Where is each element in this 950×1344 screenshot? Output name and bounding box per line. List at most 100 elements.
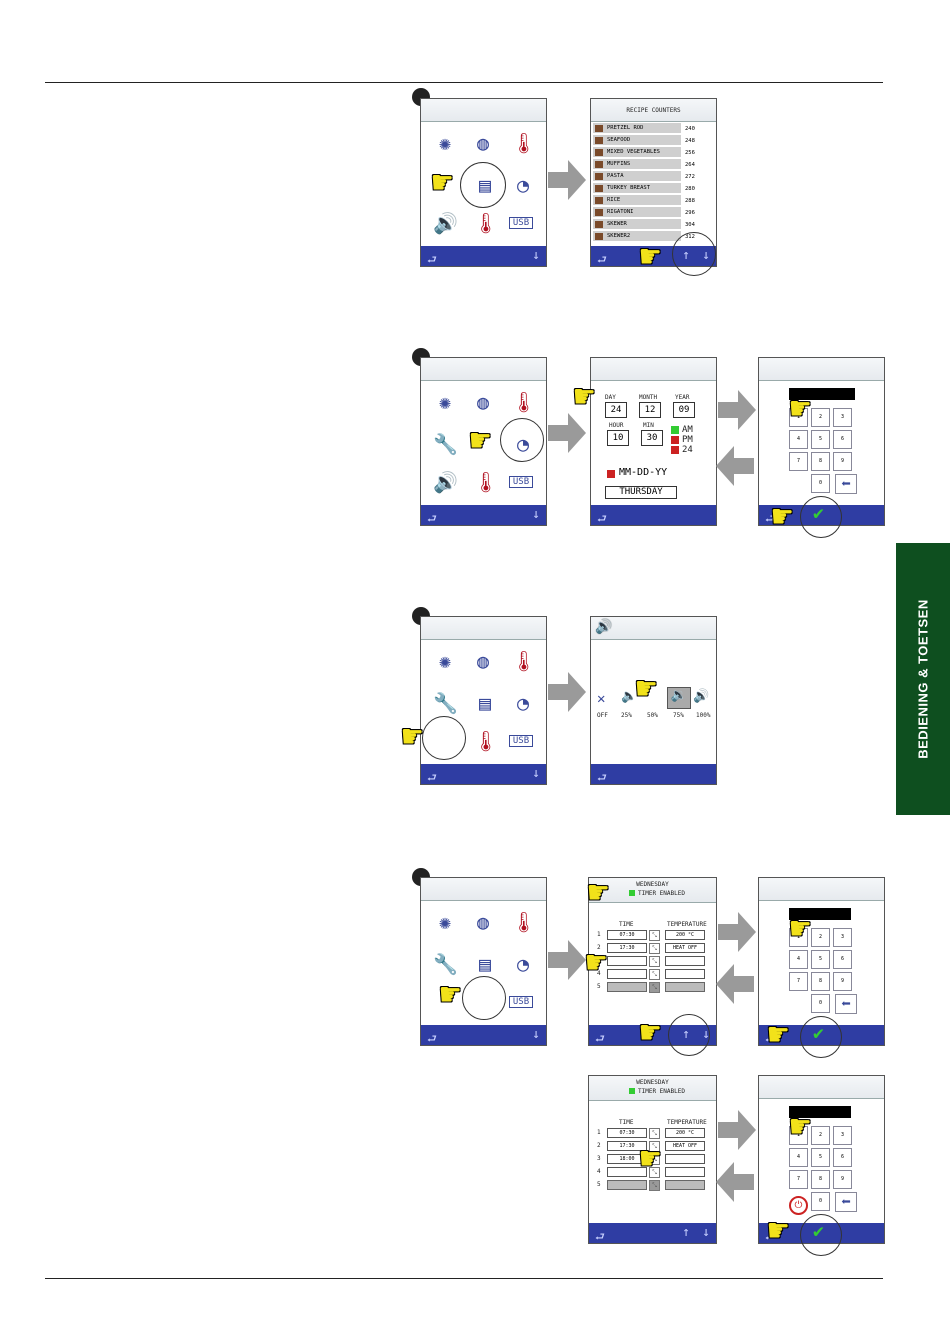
timer-time-field[interactable]: 07:30 — [607, 1128, 647, 1138]
globe-icon[interactable]: ◍ — [476, 390, 490, 414]
keypad-key[interactable]: 7 — [789, 972, 808, 991]
keypad-key[interactable]: 2 — [811, 928, 830, 947]
timer-temperature-field[interactable] — [665, 982, 705, 992]
speaker-icon[interactable]: 🔊 — [433, 470, 458, 494]
timer-enabled-checkbox[interactable] — [629, 1088, 635, 1094]
keypad-key[interactable]: 4 — [789, 1148, 808, 1167]
back-icon[interactable]: ⮐ — [595, 1032, 605, 1045]
date-format-checkbox[interactable] — [607, 470, 615, 478]
timer-time-field[interactable]: 17:30 — [607, 943, 647, 953]
back-icon[interactable]: ⮐ — [427, 253, 437, 266]
timer-edit-icon[interactable]: ⤡ — [649, 982, 660, 993]
globe-icon[interactable]: ◍ — [476, 910, 490, 934]
timer-edit-icon[interactable]: ⤡ — [649, 930, 660, 941]
keypad-key[interactable]: 4 — [789, 430, 808, 449]
timer-temperature-field[interactable] — [665, 1180, 705, 1190]
timer-thermometer-icon[interactable]: 🌡 — [473, 729, 499, 753]
timer-edit-icon[interactable]: ⤡ — [649, 1141, 660, 1152]
clock-calendar-icon[interactable]: ◔ — [516, 691, 530, 715]
usb-icon[interactable]: USB — [509, 735, 533, 747]
timer-temperature-field[interactable]: HEAT OFF — [665, 943, 705, 953]
recipe-counter-row[interactable]: SEAFOOD — [593, 135, 681, 146]
recipe-counter-row[interactable]: PASTA — [593, 171, 681, 182]
down-arrow-icon[interactable]: ↓ — [532, 248, 540, 263]
gear-icon[interactable]: ✺ — [438, 910, 452, 934]
keypad-key[interactable]: 1 — [789, 1126, 808, 1145]
recipe-counter-row[interactable]: MIXED VEGETABLES — [593, 147, 681, 158]
hour-field[interactable]: 10 — [607, 430, 629, 446]
gear-icon[interactable]: ✺ — [438, 131, 452, 155]
timer-time-field[interactable] — [607, 982, 647, 992]
thermometer-icon[interactable]: 🌡 — [511, 649, 537, 673]
down-arrow-icon[interactable]: ↓ — [532, 1027, 540, 1042]
timer-temperature-field[interactable] — [665, 1167, 705, 1177]
backspace-icon[interactable]: ⬅ — [835, 994, 857, 1014]
month-field[interactable]: 12 — [639, 402, 661, 418]
timer-thermometer-icon[interactable]: 🌡 — [473, 470, 499, 494]
usb-icon[interactable]: USB — [509, 476, 533, 488]
down-arrow-icon[interactable]: ↓ — [702, 1225, 710, 1240]
recipe-book-icon[interactable]: ▤ — [478, 691, 492, 715]
globe-icon[interactable]: ◍ — [476, 649, 490, 673]
gear-icon[interactable]: ✺ — [438, 649, 452, 673]
timer-edit-icon[interactable]: ⤡ — [649, 969, 660, 980]
globe-icon[interactable]: ◍ — [476, 131, 490, 155]
keypad-key[interactable]: 9 — [833, 452, 852, 471]
timer-edit-icon[interactable]: ⤡ — [649, 1167, 660, 1178]
keypad-key[interactable]: 0 — [811, 1192, 830, 1211]
gear-icon[interactable]: ✺ — [438, 390, 452, 414]
timer-temperature-field[interactable] — [665, 1154, 705, 1164]
timer-edit-icon[interactable]: ⤡ — [649, 1154, 660, 1165]
keypad-key[interactable]: 8 — [811, 972, 830, 991]
keypad-key[interactable]: 7 — [789, 452, 808, 471]
usb-icon[interactable]: USB — [509, 996, 533, 1008]
back-icon[interactable]: ⮐ — [595, 1230, 605, 1243]
back-icon[interactable]: ⮐ — [597, 771, 607, 784]
timer-time-field[interactable]: 18:00 — [607, 1154, 647, 1164]
timer-temperature-field[interactable] — [665, 969, 705, 979]
usb-icon[interactable]: USB — [509, 217, 533, 229]
keypad-key[interactable]: 8 — [811, 452, 830, 471]
keypad-key[interactable]: 6 — [833, 430, 852, 449]
volume-off-icon[interactable]: ✕ — [597, 691, 606, 707]
back-icon[interactable]: ⮐ — [427, 1032, 437, 1045]
power-off-icon[interactable]: ⏻ — [789, 1196, 808, 1215]
timer-edit-icon[interactable]: ⤡ — [649, 956, 660, 967]
timer-enabled-checkbox[interactable] — [629, 890, 635, 896]
recipe-book-icon[interactable]: ▤ — [478, 952, 492, 976]
timer-time-field[interactable]: 17:30 — [607, 1141, 647, 1151]
timer-time-field[interactable] — [607, 969, 647, 979]
keypad-key[interactable]: 2 — [811, 1126, 830, 1145]
back-icon[interactable]: ⮐ — [597, 253, 607, 266]
recipe-counter-row[interactable]: RIGATONI — [593, 207, 681, 218]
wrench-icon[interactable]: 🔧 — [433, 952, 458, 976]
wrench-icon[interactable]: 🔧 — [433, 691, 458, 715]
keypad-key[interactable]: 3 — [833, 408, 852, 427]
keypad-key[interactable]: 0 — [811, 474, 830, 493]
back-icon[interactable]: ⮐ — [427, 512, 437, 525]
recipe-counter-row[interactable]: SKEWER — [593, 219, 681, 230]
timer-temperature-field[interactable] — [665, 956, 705, 966]
speaker-icon[interactable]: 🔊 — [433, 211, 458, 235]
timer-thermometer-icon[interactable]: 🌡 — [473, 211, 499, 235]
backspace-icon[interactable]: ⬅ — [835, 1192, 857, 1212]
keypad-key[interactable]: 8 — [811, 1170, 830, 1189]
clock-calendar-icon[interactable]: ◔ — [516, 952, 530, 976]
thermometer-icon[interactable]: 🌡 — [511, 131, 537, 155]
timer-edit-icon[interactable]: ⤡ — [649, 943, 660, 954]
back-icon[interactable]: ⮐ — [597, 512, 607, 525]
keypad-key[interactable]: 6 — [833, 1148, 852, 1167]
keypad-key[interactable]: 6 — [833, 950, 852, 969]
keypad-key[interactable]: 0 — [811, 994, 830, 1013]
wrench-icon[interactable]: 🔧 — [433, 432, 458, 456]
timer-temperature-field[interactable]: 200 °C — [665, 1128, 705, 1138]
keypad-key[interactable]: 5 — [811, 950, 830, 969]
thermometer-icon[interactable]: 🌡 — [511, 390, 537, 414]
keypad-key[interactable]: 5 — [811, 430, 830, 449]
down-arrow-icon[interactable]: ↓ — [532, 507, 540, 522]
keypad-key[interactable]: 1 — [789, 408, 808, 427]
recipe-counter-row[interactable]: PRETZEL ROD — [593, 123, 681, 134]
up-arrow-icon[interactable]: ↑ — [682, 1225, 690, 1240]
recipe-counter-row[interactable]: MUFFINS — [593, 159, 681, 170]
volume-100-icon[interactable]: 🔊 — [693, 689, 710, 704]
